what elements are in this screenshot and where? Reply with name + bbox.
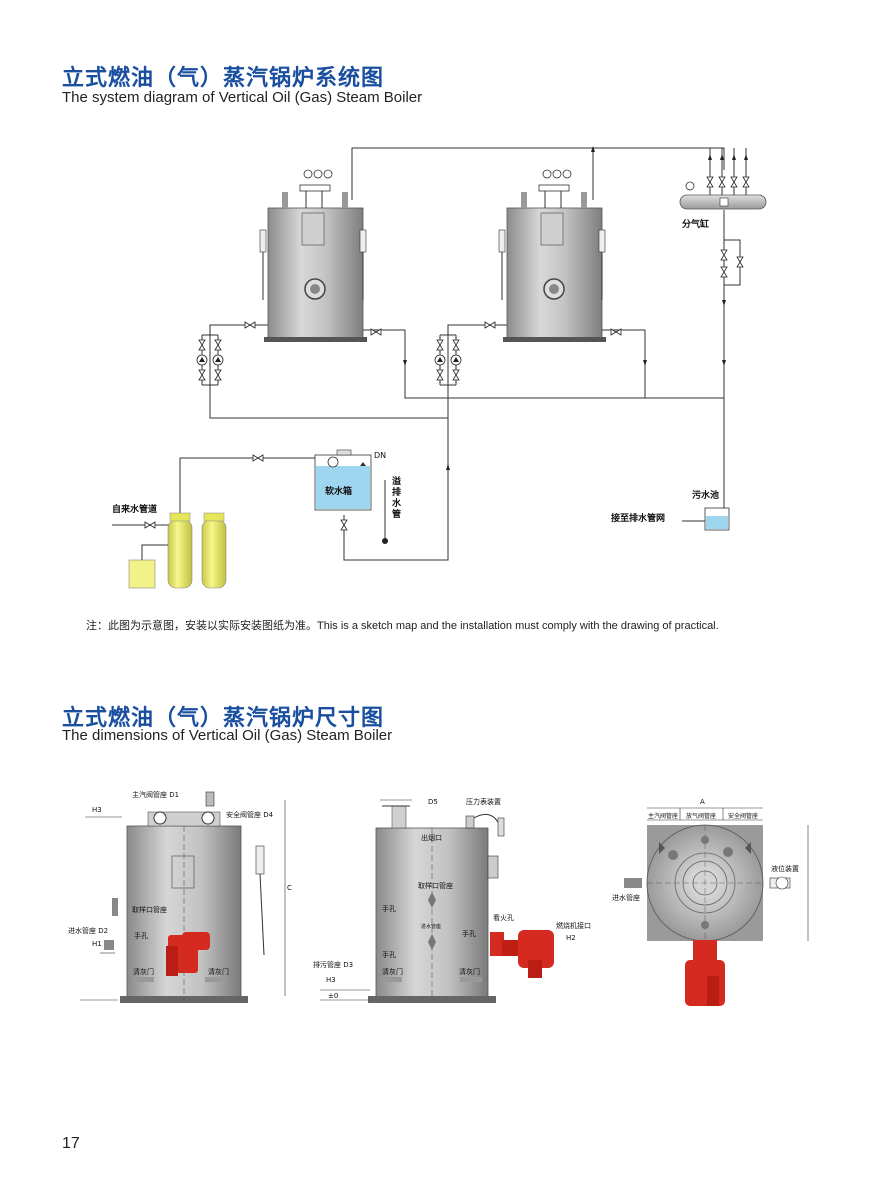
overflow-label-2: 排 (392, 486, 401, 498)
tap-water-label: 自来水管道 (112, 503, 157, 515)
soft-water-tank (314, 449, 372, 511)
section1-title-cn: 立式燃油（气）蒸汽锅炉系统图 (62, 66, 385, 91)
side-handhole-2: 手孔 (462, 929, 476, 938)
drain-connect-label: 接至排水管网 (611, 512, 665, 524)
front-view (80, 791, 286, 1003)
section2-title-en: The dimensions of Vertical Oil (Gas) Ste… (62, 727, 393, 744)
top-safety-valve-label: 安全阀管座 (728, 812, 758, 820)
overflow-label-1: 溢 (392, 475, 401, 487)
front-burner (166, 932, 210, 976)
top-burner (685, 940, 725, 1006)
side-d5-label: D5 (428, 798, 438, 806)
dn-label: DN (374, 451, 386, 460)
front-sampling-label: 取样口管座 (132, 905, 167, 914)
side-zero-label: ±0 (328, 992, 338, 1000)
soft-water-tank-label: 软水箱 (325, 485, 352, 497)
dimension-drawings: 主汽阀管座 D1 安全阀管座 D4 H3 取样口管座 手孔 进水管座 D2 H1… (68, 790, 809, 1006)
sewage-pool-label: 污水池 (692, 489, 719, 501)
boiler-1 (259, 169, 367, 342)
section2-title-cn: 立式燃油（气）蒸汽锅炉尺寸图 (62, 706, 385, 731)
side-flue-label: 出烟口 (421, 833, 442, 842)
boiler-2 (498, 169, 606, 342)
front-h1-label: H1 (92, 940, 102, 948)
front-main-steam-label: 主汽阀管座 D1 (132, 790, 179, 799)
side-sight-hole-label: 看火孔 (493, 914, 514, 922)
side-h2-label: H2 (566, 934, 576, 942)
front-ash-door-right: 清灰门 (208, 967, 229, 976)
top-inlet-label: 进水管座 (612, 893, 640, 902)
top-main-steam-label: 主汽阀管座 (648, 812, 678, 820)
front-safety-valve-label: 安全阀管座 D4 (226, 810, 274, 819)
sewage-pool (682, 507, 730, 531)
side-pressure-gauge-label: 压力表装置 (466, 797, 501, 806)
top-vent-valve-label: 放气阀管座 (686, 812, 716, 820)
side-ash-door-right: 清灰门 (459, 967, 480, 976)
side-h3-label: H3 (326, 976, 336, 984)
side-blowdown-label: 排污管座 D3 (313, 960, 353, 969)
front-h3-label: H3 (92, 806, 102, 814)
steam-header (679, 181, 767, 210)
side-handhole-3: 手孔 (382, 950, 396, 959)
page-number: 17 (62, 1135, 80, 1152)
side-sampling-label: 取样口管座 (418, 881, 453, 890)
steam-header-label: 分气缸 (682, 218, 709, 230)
front-ash-door-left: 清灰门 (133, 967, 154, 976)
side-ash-door-left: 清灰门 (382, 967, 403, 976)
side-handhole-1: 手孔 (382, 904, 396, 913)
section1-title-en: The system diagram of Vertical Oil (Gas)… (62, 89, 423, 106)
water-softener (128, 512, 227, 589)
side-burner (490, 930, 554, 978)
front-c-label: C (287, 884, 292, 892)
top-a-label: A (700, 798, 705, 806)
diagram-note: 注：此图为示意图，安装以实际安装图纸为准。This is a sketch ma… (86, 620, 719, 632)
side-view (320, 799, 554, 1003)
side-inlet-small-label: 进水管座 (421, 923, 441, 930)
side-burner-port-label: 燃烧机接口 (556, 921, 591, 930)
overflow-label-4: 管 (392, 508, 401, 520)
front-handhole-label: 手孔 (134, 931, 148, 940)
overflow-label-3: 水 (392, 497, 402, 509)
top-level-device-label: 液位装置 (771, 864, 799, 873)
front-inlet-label: 进水管座 D2 (68, 926, 108, 935)
system-diagram: 分气缸 软水箱 DN 溢 排 水 管 自来水管道 污水池 接至排水管网 (112, 146, 767, 589)
top-view (624, 807, 809, 1006)
